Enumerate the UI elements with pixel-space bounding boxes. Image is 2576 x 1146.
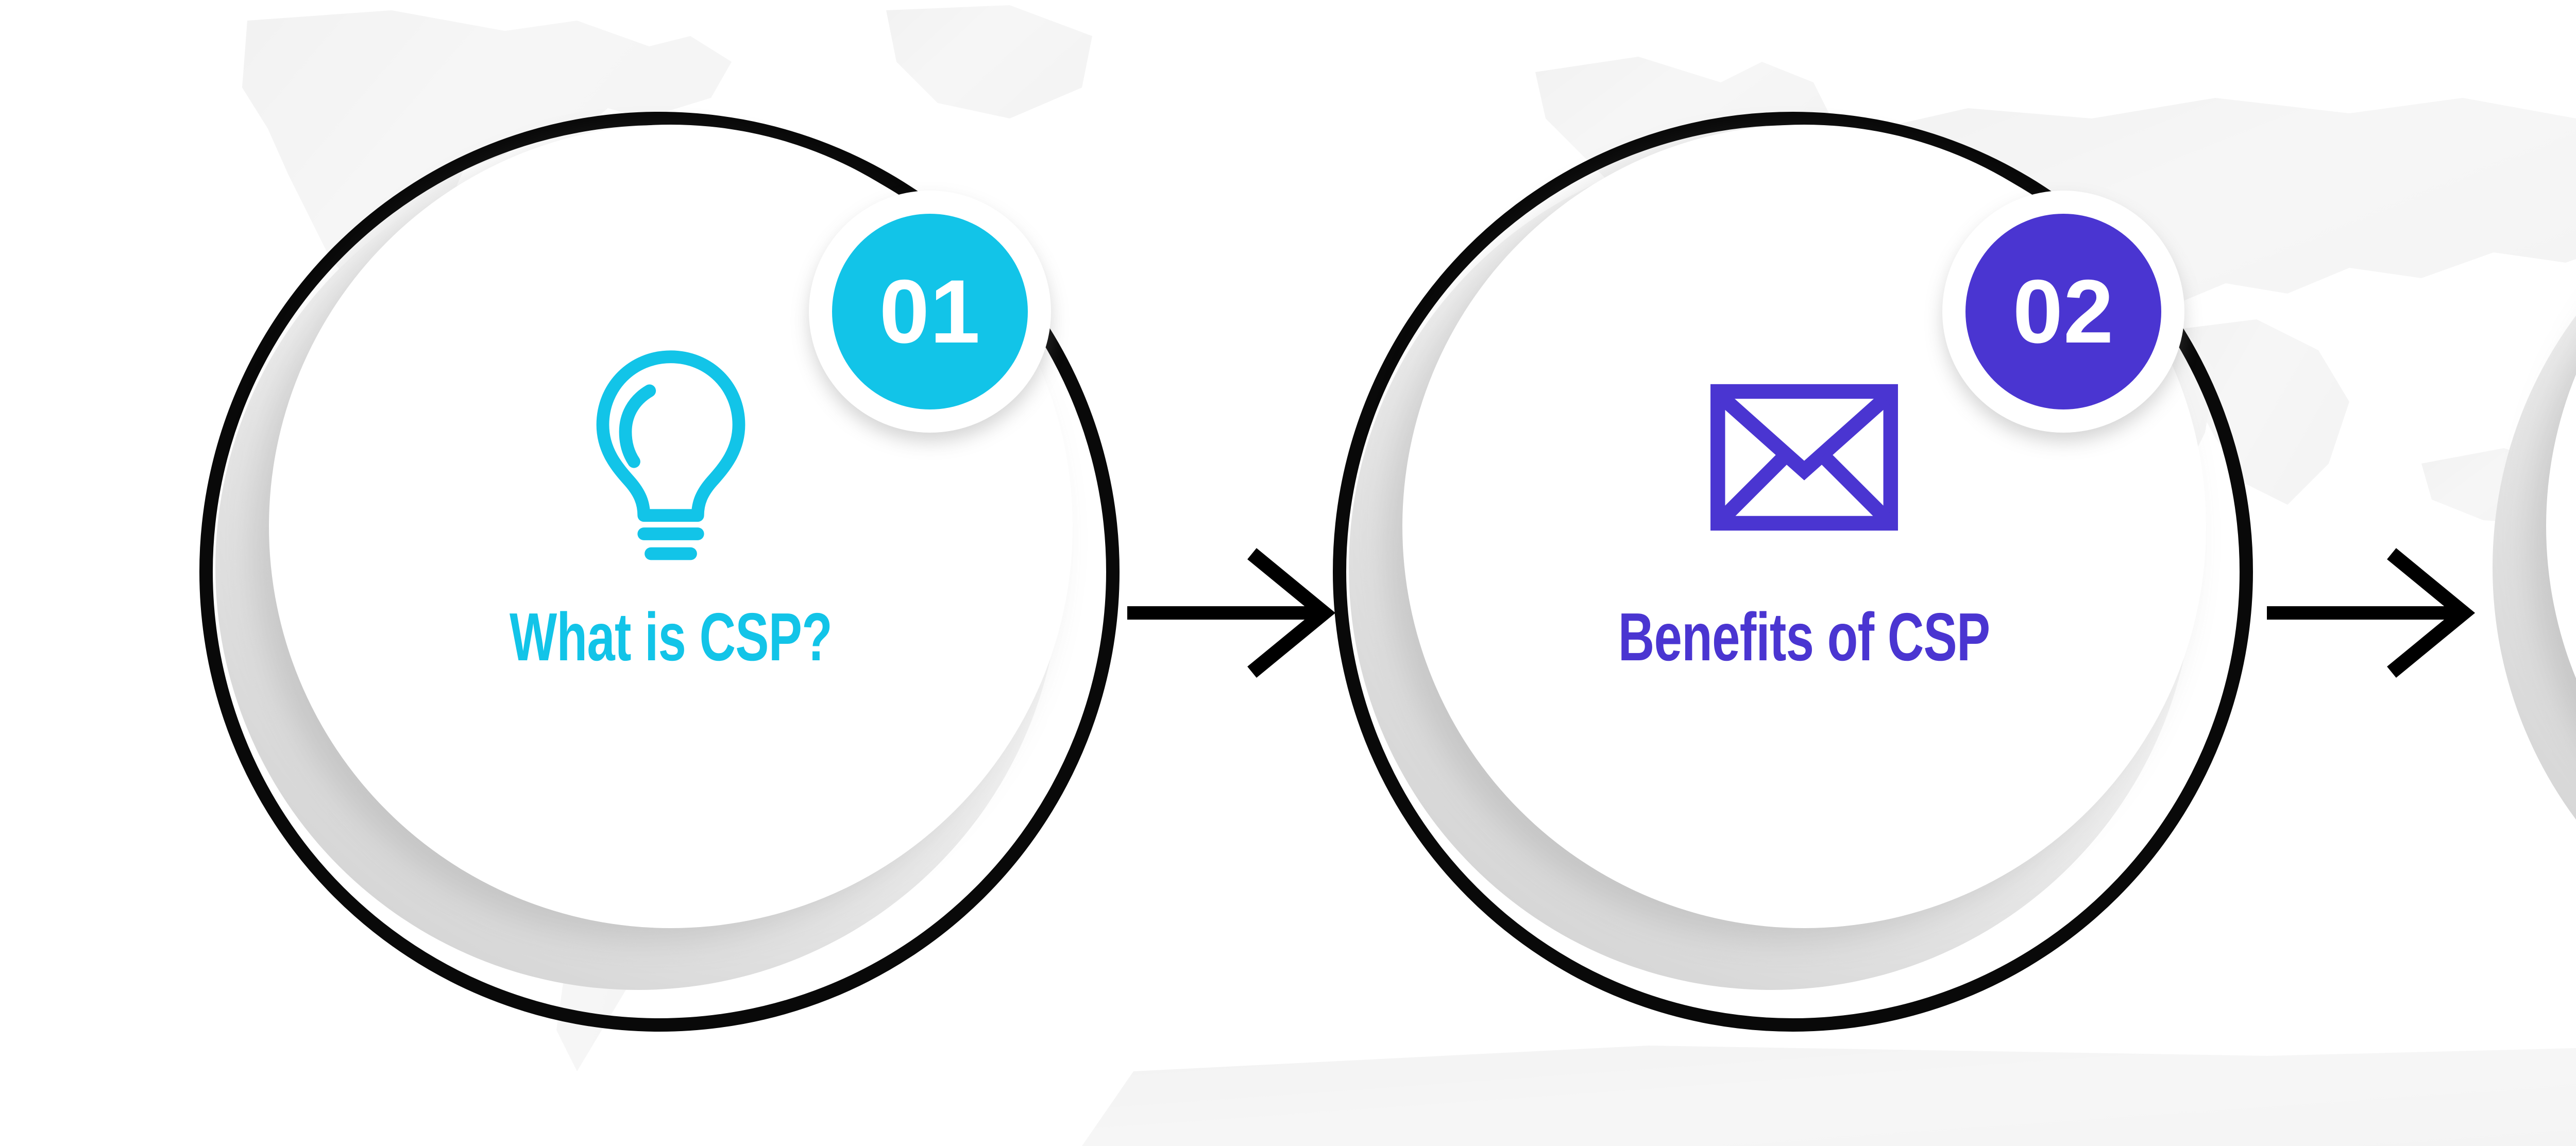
step-ring-1	[199, 112, 1120, 1032]
step-badge-2[interactable]: 02	[1942, 191, 2184, 433]
step-card-3[interactable]: Become a CSP Agent Today 03	[2452, 88, 2576, 1056]
step-label-2: Benefits of CSP	[1618, 598, 1990, 675]
envelope-icon	[1670, 344, 1938, 571]
step-face-2: Benefits of CSP	[1402, 125, 2206, 928]
lightbulb-icon	[537, 344, 805, 571]
step-badge-1[interactable]: 01	[809, 191, 1051, 433]
step-badge-number-1: 01	[832, 214, 1028, 409]
step-badge-number-2: 02	[1965, 214, 2161, 409]
step-label-1: What is CSP?	[509, 598, 833, 675]
step-card-2[interactable]: Benefits of CSP 02	[1309, 88, 2277, 1056]
step-card-1[interactable]: What is CSP? 01	[175, 88, 1144, 1056]
step-ring-2	[1333, 112, 2253, 1032]
